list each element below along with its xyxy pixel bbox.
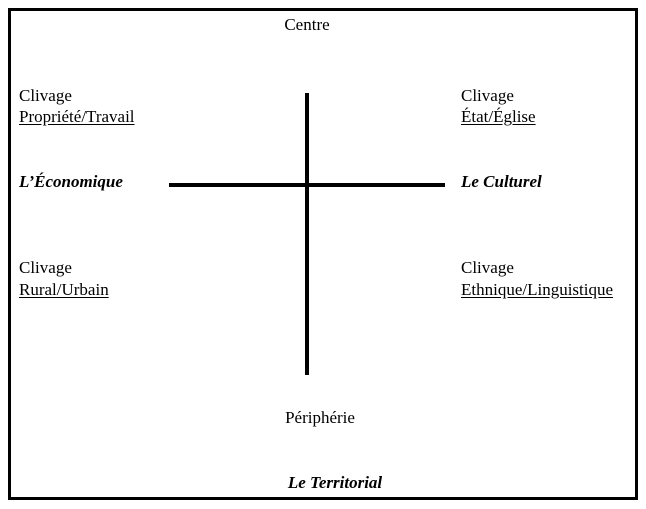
quadrant-heading: Clivage — [19, 86, 72, 105]
periphery-label: Périphérie — [285, 408, 355, 427]
quadrant-heading: Clivage — [461, 258, 514, 277]
vertical-axis — [305, 93, 309, 375]
cultural-label: Le Culturel — [461, 172, 542, 191]
territorial-label: Le Territorial — [287, 473, 383, 492]
quadrant-heading: Clivage — [19, 258, 72, 277]
diagram-frame — [8, 8, 638, 500]
cleavage-name: État/Église — [461, 107, 536, 126]
economic-label: L’Économique — [19, 172, 123, 191]
horizontal-axis — [169, 183, 445, 187]
quadrant-heading: Clivage — [461, 86, 514, 105]
cleavage-name: Propriété/Travail — [19, 107, 135, 126]
centre-label: Centre — [284, 15, 330, 34]
cleavage-name: Rural/Urbain — [19, 280, 109, 299]
cleavage-name: Ethnique/Linguistique — [461, 280, 614, 299]
